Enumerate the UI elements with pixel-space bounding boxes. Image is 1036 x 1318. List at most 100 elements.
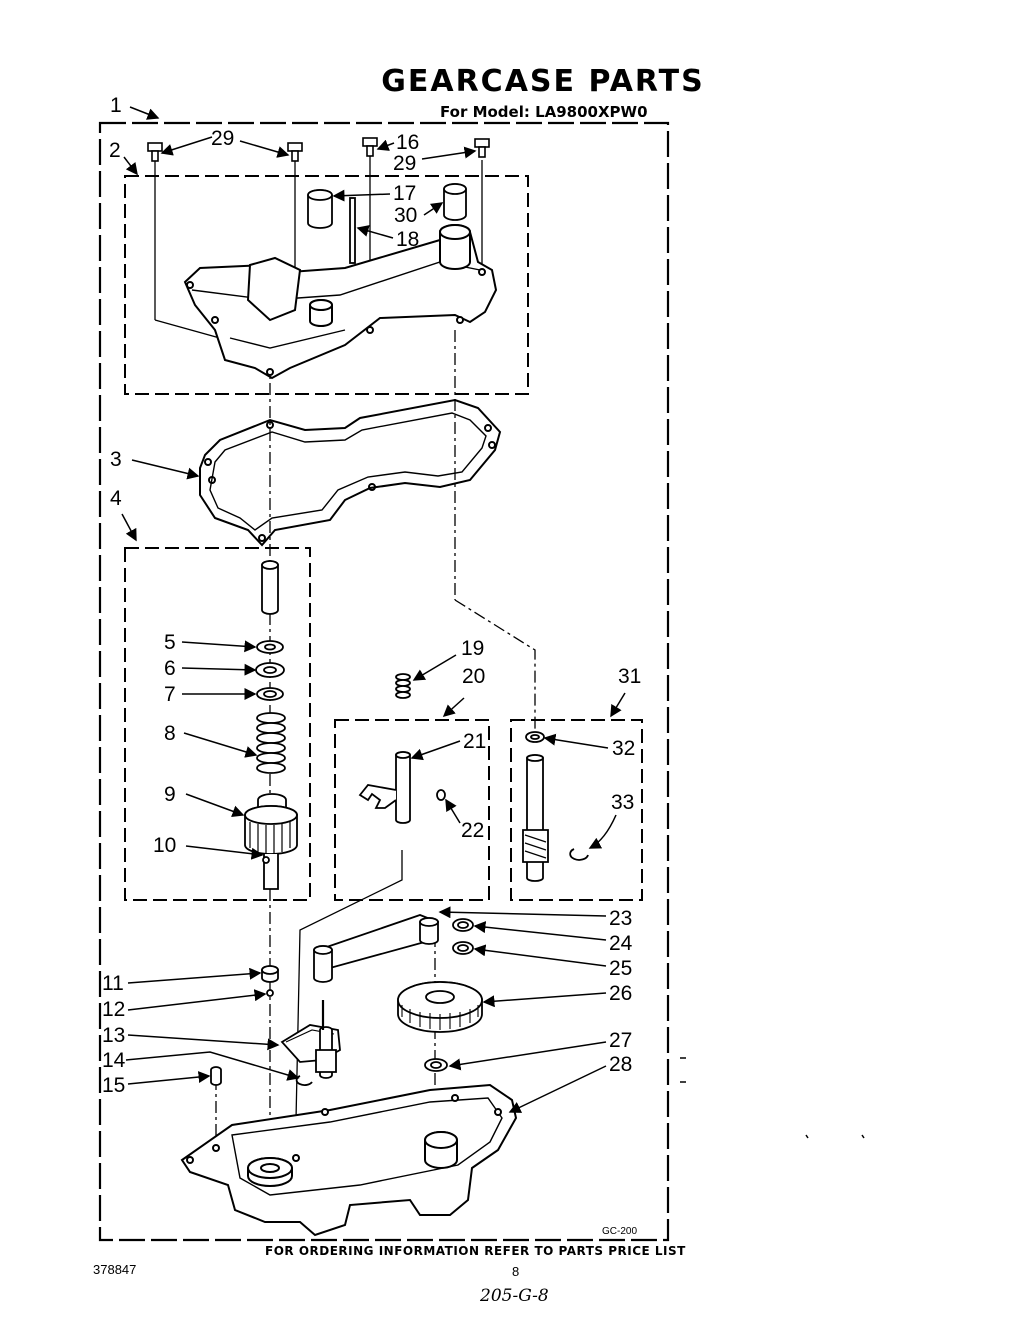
pin-icon [210, 1066, 222, 1086]
leader-line [508, 1065, 607, 1113]
callout-29: 29 [211, 127, 234, 150]
leader-line [543, 733, 609, 749]
leader-line [129, 106, 160, 120]
leader-line [473, 921, 607, 941]
shaft-group-box [510, 719, 643, 901]
alignment-line [454, 599, 536, 730]
washer-icon [457, 921, 469, 929]
leader-line [376, 139, 395, 151]
leader-line [438, 906, 607, 919]
callout-13: 13 [102, 1024, 125, 1047]
callout-5: 5 [164, 631, 176, 654]
leader-line [127, 989, 267, 1011]
leader-line [239, 140, 290, 158]
washer-icon [264, 643, 276, 651]
gearcase-base-icon [180, 1083, 518, 1237]
callout-28: 28 [609, 1053, 632, 1076]
retaining-ring-icon [295, 1075, 313, 1086]
connecting-link-icon [313, 914, 440, 983]
leader-line [482, 992, 607, 1008]
callout-9: 9 [164, 783, 176, 806]
model-line: For Model: LA9800XPW0 [440, 103, 648, 121]
callout-27: 27 [609, 1029, 632, 1052]
callout-2: 2 [109, 139, 121, 162]
callout-10: 10 [153, 834, 176, 857]
pinion-group-box [124, 547, 311, 901]
assembly-frame [98, 121, 670, 1242]
leader-line [448, 1041, 607, 1071]
callout-31: 31 [618, 665, 641, 688]
callout-8: 8 [164, 722, 176, 745]
leader-line [412, 654, 457, 681]
callout-1: 1 [110, 94, 122, 117]
callout-24: 24 [609, 932, 633, 955]
leader-line [181, 640, 257, 653]
leader-line [121, 513, 137, 542]
leader-line [332, 189, 391, 202]
leader-line [588, 814, 617, 849]
callout-21: 21 [463, 730, 486, 753]
scan-mark [861, 1134, 865, 1139]
callout-3: 3 [110, 448, 122, 471]
pinion-gear-icon [244, 793, 298, 890]
callout-32: 32 [612, 737, 635, 760]
leader-line [410, 740, 461, 761]
leader-line [473, 944, 607, 967]
callout-25: 25 [609, 957, 632, 980]
scan-mark [805, 1134, 809, 1139]
callout-16: 16 [396, 131, 419, 154]
leader-line [442, 697, 465, 718]
washer-icon [530, 734, 540, 740]
alignment-line [295, 850, 403, 1121]
spline-shaft-icon [261, 560, 279, 570]
bushing-icon [307, 189, 333, 201]
leader-line [127, 967, 262, 984]
callout-18: 18 [396, 228, 419, 251]
washer-icon [430, 1061, 442, 1069]
callout-26: 26 [609, 982, 632, 1005]
gear-segment-icon [280, 1000, 341, 1079]
leader-line [423, 202, 444, 216]
worm-shaft-icon [522, 754, 549, 882]
leader-line [127, 1034, 280, 1051]
callout-17: 17 [393, 182, 416, 205]
leader-line [125, 1051, 300, 1081]
clip-icon [436, 789, 446, 801]
washer-icon [263, 690, 277, 698]
leader-line [181, 663, 257, 676]
leader-line [183, 732, 258, 758]
callout-30: 30 [394, 204, 417, 227]
cover-group-box [124, 175, 529, 395]
leader-line [131, 459, 200, 480]
ball-icon [266, 989, 274, 997]
leader-line [185, 793, 245, 818]
callout-22: 22 [461, 819, 484, 842]
callout-4: 4 [110, 487, 122, 510]
retaining-ring-icon [569, 848, 589, 861]
callout-33: 33 [611, 791, 634, 814]
leader-line [160, 136, 213, 156]
spring-icon [395, 673, 411, 699]
document-number: 378847 [93, 1262, 137, 1277]
callout-19: 19 [461, 637, 484, 660]
callout-23: 23 [609, 907, 632, 930]
callout-7: 7 [164, 683, 176, 706]
ordering-info: FOR ORDERING INFORMATION REFER TO PARTS … [265, 1244, 686, 1258]
callout-12: 12 [102, 998, 125, 1021]
page-title: GEARCASE PARTS [381, 64, 705, 99]
leader-line [421, 146, 477, 160]
leader-line [185, 845, 264, 860]
diagram-code: GC-200 [602, 1226, 638, 1237]
leader-line [356, 225, 394, 239]
leader-line [445, 798, 461, 824]
callout-15: 15 [102, 1074, 125, 1097]
page-number: 8 [512, 1264, 520, 1279]
callout-11: 11 [102, 972, 124, 995]
pin-icon [349, 197, 356, 264]
washer-icon [457, 944, 469, 952]
spring-icon [256, 712, 286, 774]
drive-gear-icon [397, 981, 483, 1033]
shift-fork-group-box [334, 719, 490, 901]
handwritten-note: 205-G-8 [480, 1286, 549, 1306]
cap-icon [261, 965, 279, 975]
